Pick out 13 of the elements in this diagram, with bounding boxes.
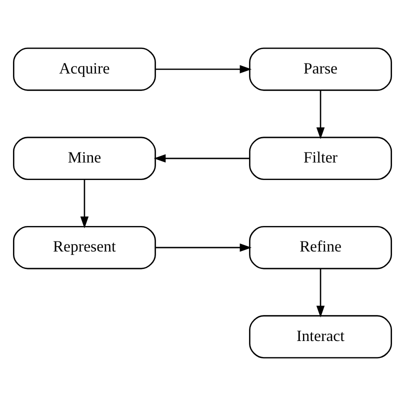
arrow xyxy=(316,268,325,317)
node-box: Interact xyxy=(249,314,392,358)
node-box: Acquire xyxy=(13,47,156,90)
arrow xyxy=(154,154,250,162)
arrow xyxy=(156,64,252,73)
arrow xyxy=(156,242,252,252)
node-box: Refine xyxy=(249,225,392,269)
arrow xyxy=(316,90,325,139)
node-box: Represent xyxy=(13,225,156,269)
arrow xyxy=(80,179,89,228)
node-box: Filter xyxy=(249,136,392,180)
node-box: Mine xyxy=(13,136,156,180)
node-box: Parse xyxy=(249,47,392,90)
